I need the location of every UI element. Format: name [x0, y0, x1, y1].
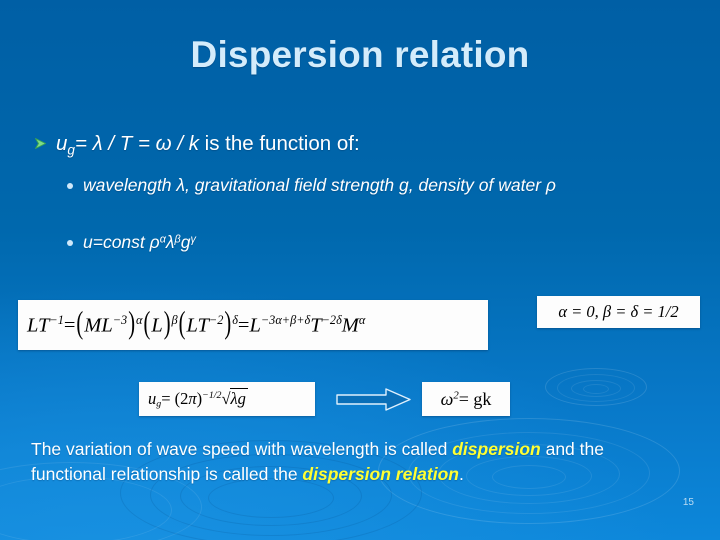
- paragraph-segment-2: and the functional relationship is calle…: [31, 439, 604, 485]
- bullet-level1-rest: = λ / T = ω / k: [74, 132, 199, 155]
- term-rho: ρ: [149, 232, 160, 252]
- term-g: g: [180, 232, 191, 252]
- g2-L: L: [151, 314, 163, 337]
- rhs-M-exp: α: [358, 312, 366, 327]
- green-arrow-bullet-icon: [34, 137, 47, 155]
- group-speed-box: ug= (2π)−1/2√λg: [139, 382, 315, 416]
- bullet-level2-const-label: u=const ραλβgγ: [83, 231, 196, 254]
- highlight-dispersion-relation: dispersion relation: [302, 464, 459, 485]
- ug-paren-close: ): [196, 389, 203, 409]
- g1-M: M: [84, 314, 102, 337]
- var-u-subscript: g: [67, 142, 75, 158]
- implies-arrow-icon: [336, 388, 411, 411]
- g2-exp: β: [171, 312, 178, 327]
- var-u: u: [56, 132, 68, 155]
- ug-pi: π: [188, 389, 197, 409]
- equals-1: =: [63, 314, 76, 337]
- omega-symbol: ω: [440, 388, 454, 409]
- g1-L: L: [101, 314, 113, 337]
- highlight-dispersion: dispersion: [452, 439, 541, 459]
- lhs-L: L: [27, 314, 38, 337]
- ug-exponent: −1/2: [202, 390, 222, 402]
- exp-gamma: γ: [190, 233, 196, 246]
- omega-exponent: 2: [453, 388, 459, 401]
- paragraph-segment-3: .: [458, 464, 464, 485]
- paren-close-1: ): [128, 307, 136, 342]
- paragraph-segment-1: The variation of wave speed with wavelen…: [31, 439, 453, 459]
- g1-exp: α: [136, 312, 143, 327]
- paren-open-1: (: [76, 307, 84, 342]
- rhs-T: T: [310, 314, 322, 337]
- radical-sign-icon: √: [221, 389, 231, 409]
- omega-squared-equation: ω2= gk: [441, 389, 492, 410]
- dot-bullet-icon: [67, 240, 73, 246]
- dot-bullet-icon: [67, 183, 73, 189]
- bullet-level1-label: ug= λ / T = ω / k is the function of:: [56, 131, 360, 158]
- omega-squared-box: ω2= gk: [422, 382, 510, 416]
- term-lambda: λ: [165, 232, 175, 252]
- paren-close-3: ): [224, 307, 232, 342]
- paren-open-3: (: [178, 307, 186, 342]
- exp-beta: β: [174, 233, 181, 246]
- paren-close-2: ): [163, 307, 171, 342]
- g3-L: L: [186, 314, 198, 337]
- rhs-M: M: [341, 314, 359, 337]
- radicand-lambda-g: λg: [229, 388, 248, 409]
- lhs-T: T: [38, 314, 50, 337]
- rhs-L: L: [249, 314, 261, 337]
- g3-exp: δ: [232, 312, 238, 327]
- lhs-T-exp: −1: [49, 312, 64, 327]
- exp-alpha: α: [159, 233, 166, 246]
- bullet-level2-wavelength: wavelength λ, gravitational field streng…: [67, 174, 685, 197]
- bullet-level1-tail: is the function of:: [198, 132, 360, 155]
- dimensional-analysis-equation-box: LT−1=(ML−3)α(L)β(LT−2)δ=L−3α+β+δT−2δMα: [18, 300, 488, 350]
- g1-L-exp: −3: [112, 312, 128, 327]
- paren-open-2: (: [143, 307, 151, 342]
- bullet-level2-wavelength-label: wavelength λ, gravitational field streng…: [83, 175, 556, 195]
- group-speed-equation: ug= (2π)−1/2√λg: [148, 388, 248, 410]
- page-title: Dispersion relation: [190, 34, 530, 75]
- ug-u: u: [148, 389, 157, 409]
- exponent-solution-box: α = 0, β = δ = 1/2: [537, 296, 700, 328]
- ug-equals-open: = (2: [161, 389, 189, 409]
- bullet-level1: ug= λ / T = ω / k is the function of:: [34, 131, 694, 158]
- dimensional-analysis-equation: LT−1=(ML−3)α(L)β(LT−2)δ=L−3α+β+δT−2δMα: [27, 307, 366, 341]
- rhs-T-exp: −2δ: [321, 312, 342, 327]
- equals-2: =: [237, 314, 250, 337]
- const-base: u=const: [83, 232, 150, 252]
- ug-subscript: g: [156, 398, 162, 410]
- rhs-L-exp: −3α+β+δ: [260, 312, 311, 327]
- page-number: 15: [682, 497, 694, 508]
- exponent-solution-equation: α = 0, β = δ = 1/2: [558, 302, 679, 321]
- omega-rest: = gk: [458, 388, 492, 409]
- bullet-level2-const: u=const ραλβgγ: [67, 231, 685, 254]
- body-paragraph: The variation of wave speed with wavelen…: [31, 437, 631, 487]
- g3-T-exp: −2: [208, 312, 224, 327]
- g3-T: T: [197, 314, 209, 337]
